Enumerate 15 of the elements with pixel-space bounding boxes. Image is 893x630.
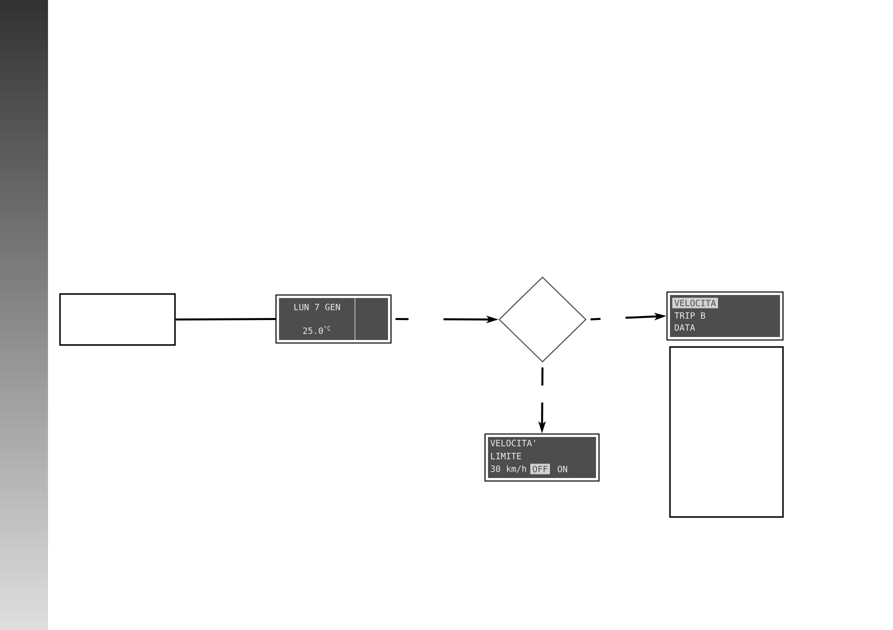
selected-option: OFF [530, 464, 550, 474]
empty-box [669, 346, 784, 518]
display-text: 25.0$^{°C}$ [303, 326, 330, 334]
display-screen [275, 294, 392, 344]
display-text: 30 km/h [490, 465, 526, 473]
display-screen [484, 433, 600, 482]
display-text: LUN 7 GEN [294, 304, 340, 310]
display-screen [666, 291, 784, 341]
display-text: ON [558, 466, 568, 472]
display-text: TRIP B [674, 312, 706, 319]
connector-line [176, 318, 276, 320]
selected-option: VELOCITA [672, 298, 718, 308]
display-text: DATA [674, 324, 695, 331]
display-text: VELOCITA' LIMITE [490, 440, 535, 460]
empty-box [59, 293, 176, 346]
